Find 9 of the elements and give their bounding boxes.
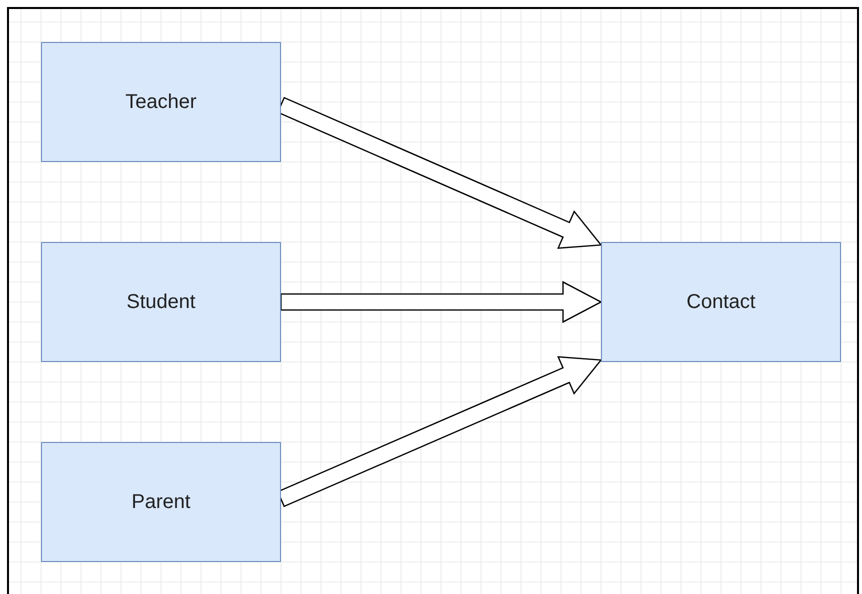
entity-box xyxy=(41,442,281,562)
entity-box xyxy=(41,42,281,162)
node-label: Student xyxy=(126,290,196,314)
node-label: Parent xyxy=(132,490,190,514)
block-arrow xyxy=(280,280,602,324)
node-label: Contact xyxy=(686,290,756,314)
entity-box xyxy=(41,242,281,362)
node-label: Teacher xyxy=(125,90,197,114)
entity-box xyxy=(601,242,841,362)
